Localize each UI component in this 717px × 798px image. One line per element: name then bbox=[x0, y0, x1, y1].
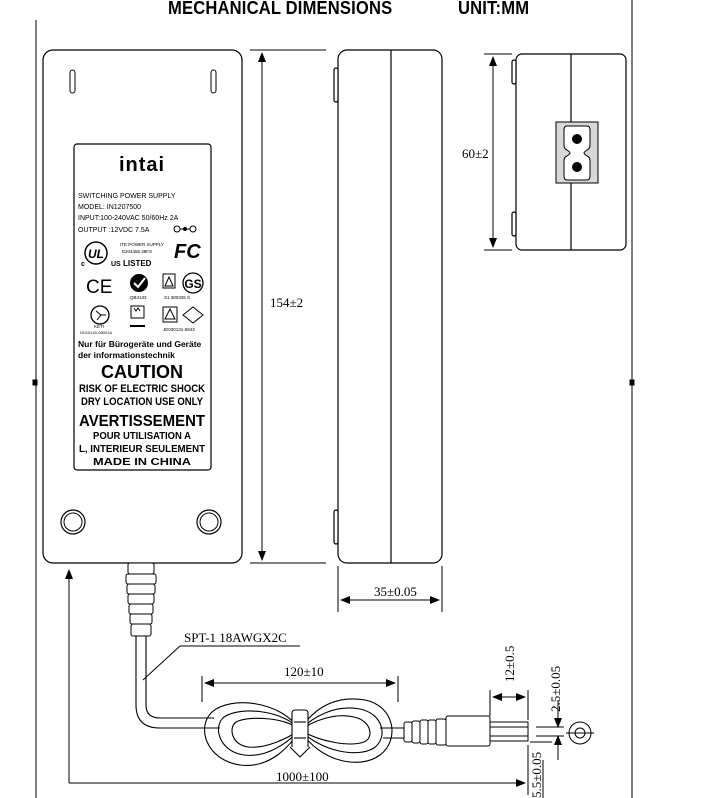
svg-text:INPUT:100-240VAC 50/60Hz 2A: INPUT:100-240VAC 50/60Hz 2A bbox=[78, 215, 179, 222]
dim-cable-length-label: 1000±100 bbox=[276, 769, 329, 784]
svg-text:S1 380326 S: S1 380326 S bbox=[164, 295, 190, 300]
svg-text:RISK OF ELECTRIC SHOCK: RISK OF ELECTRIC SHOCK bbox=[79, 383, 205, 395]
c-tick-icon bbox=[130, 274, 148, 292]
svg-text:L, INTERIEUR SEULEMENT: L, INTERIEUR SEULEMENT bbox=[79, 443, 206, 455]
svg-text:GS: GS bbox=[184, 277, 201, 291]
svg-text:HU10140-08001A: HU10140-08001A bbox=[80, 330, 112, 335]
brand-logo: intai bbox=[119, 154, 165, 176]
dim-width-label: 60±2 bbox=[462, 146, 489, 161]
drawing-frame bbox=[32, 0, 635, 798]
dim-outer-diameter-label: 5.5±0.05 bbox=[529, 752, 544, 798]
cable-type-label: SPT-1 18AWGX2C bbox=[184, 630, 287, 645]
svg-text:SWITCHING POWER SUPPLY: SWITCHING POWER SUPPLY bbox=[78, 193, 176, 200]
dc-cable-strain-relief bbox=[125, 562, 157, 637]
keti-mark-icon bbox=[90, 305, 110, 325]
dc-cable-to-plug bbox=[380, 727, 406, 739]
screw-hole-left bbox=[60, 509, 86, 535]
svg-text:E204456 38FS: E204456 38FS bbox=[122, 249, 152, 254]
svg-text:MADE IN CHINA: MADE IN CHINA bbox=[93, 456, 192, 468]
dimension-lines bbox=[65, 49, 564, 798]
svg-text:AVERTISSEMENT: AVERTISSEMENT bbox=[79, 413, 205, 430]
svg-text:DRY LOCATION USE ONLY: DRY LOCATION USE ONLY bbox=[81, 396, 204, 408]
fcc-icon: FC bbox=[174, 241, 201, 263]
svg-text:POUR UTILISATION A: POUR UTILISATION A bbox=[93, 430, 191, 442]
svg-text:OUTPUT :12VDC 7.5A: OUTPUT :12VDC 7.5A bbox=[78, 227, 150, 234]
svg-text:der informationstechnik: der informationstechnik bbox=[78, 350, 175, 360]
screw-hole-right bbox=[196, 509, 222, 535]
warning-symbol-icon bbox=[130, 305, 145, 327]
cable-coil bbox=[204, 698, 393, 766]
svg-text:US: US bbox=[111, 261, 121, 268]
svg-text:KETI: KETI bbox=[94, 324, 104, 329]
svg-text:CE: CE bbox=[86, 277, 112, 298]
ul-mark-icon: UL c US bbox=[81, 241, 121, 268]
dim-plug-length-label: 12±0.5 bbox=[502, 646, 517, 682]
unit-label: UNIT:MM bbox=[458, 0, 530, 18]
dc-plug bbox=[403, 715, 529, 747]
ac-inlet-icon bbox=[555, 121, 599, 184]
product-label: intai SWITCHING POWER SUPPLY MODEL: IN12… bbox=[73, 143, 212, 471]
svg-text:ITE POWER SUPPLY: ITE POWER SUPPLY bbox=[120, 242, 164, 247]
safety-triangle-icon bbox=[162, 306, 204, 324]
dc-cable bbox=[135, 636, 220, 729]
dim-length-label: 154±2 bbox=[270, 295, 303, 310]
svg-text:QB4133: QB4133 bbox=[130, 295, 147, 300]
svg-text:JE030131-5843: JE030131-5843 bbox=[163, 327, 195, 332]
ce-mark-icon: CE bbox=[86, 277, 112, 298]
svg-text:MODEL: IN1207500: MODEL: IN1207500 bbox=[78, 204, 141, 211]
polarity-icon bbox=[173, 225, 197, 233]
dim-coil-label: 120±10 bbox=[284, 664, 324, 679]
diagram-title: MECHANICAL DIMENSIONS bbox=[168, 0, 393, 18]
svg-text:LISTED: LISTED bbox=[123, 259, 152, 268]
plug-end-view bbox=[566, 721, 594, 745]
svg-text:UL: UL bbox=[88, 247, 104, 261]
svg-text:CAUTION: CAUTION bbox=[101, 362, 183, 382]
dim-height-label: 35±0.05 bbox=[374, 584, 417, 599]
svg-text:c: c bbox=[81, 261, 85, 268]
adapter-side-view bbox=[333, 49, 443, 564]
svg-text:Nur für Bürogeräte und Geräte: Nur für Bürogeräte und Geräte bbox=[78, 339, 202, 349]
svg-text:FC: FC bbox=[174, 241, 201, 263]
dim-pin-diameter-label: 2.5±0.05 bbox=[548, 666, 563, 712]
gs-mark-icon: GS bbox=[162, 272, 204, 294]
